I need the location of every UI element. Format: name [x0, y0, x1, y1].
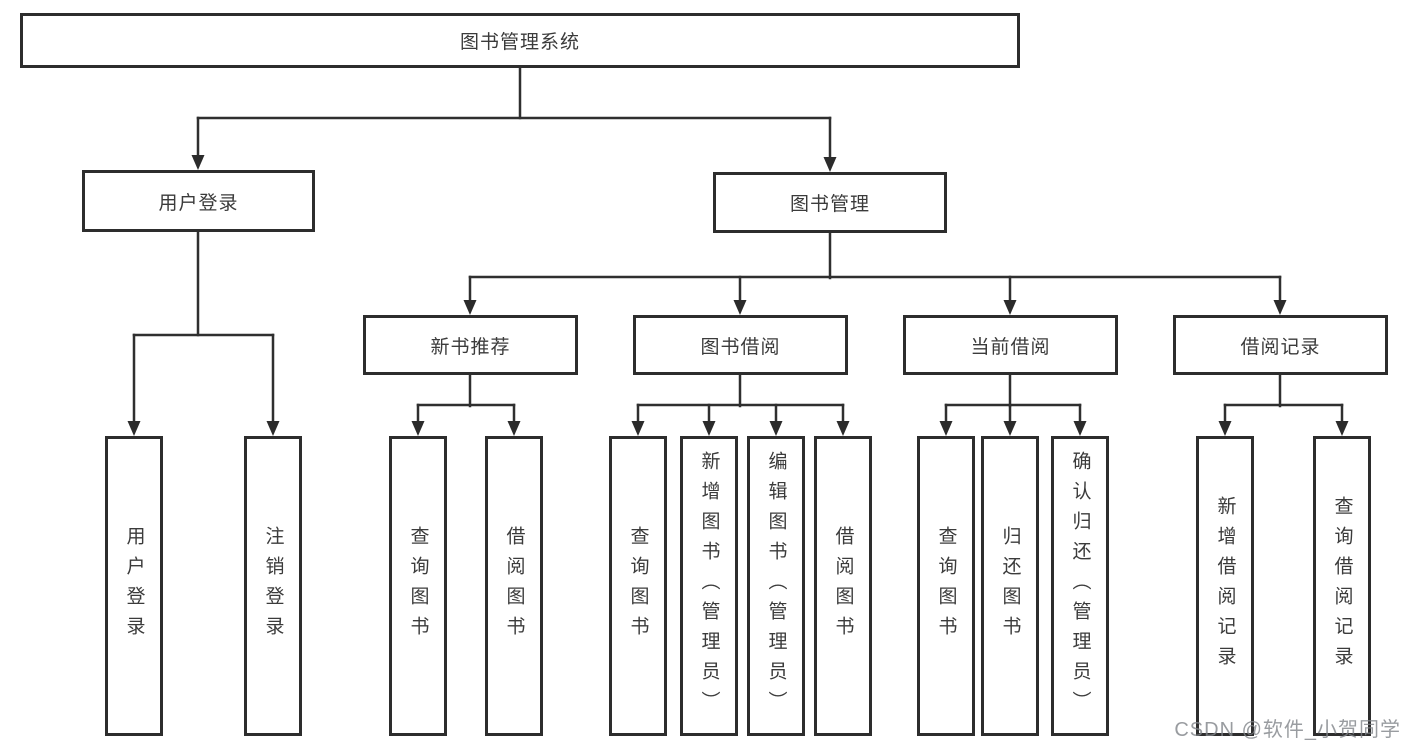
node-label: 查询借阅记录	[1331, 496, 1353, 676]
node-label: 编辑图书（管理员）	[765, 451, 787, 721]
node-label: 归还图书	[999, 526, 1021, 646]
node-borrow-books-recommend: 借阅图书	[485, 436, 543, 736]
node-add-borrow-record: 新增借阅记录	[1196, 436, 1254, 736]
node-label: 查询图书	[407, 526, 429, 646]
node-borrow-books-borrowing: 借阅图书	[814, 436, 872, 736]
node-label: 新增图书（管理员）	[698, 451, 720, 721]
node-logout: 注销登录	[244, 436, 302, 736]
node-borrowing-records: 借阅记录	[1173, 315, 1388, 375]
node-book-management: 图书管理	[713, 172, 947, 233]
node-current-borrowing: 当前借阅	[903, 315, 1118, 375]
node-label: 新增借阅记录	[1214, 496, 1236, 676]
node-user-login-leaf: 用户登录	[105, 436, 163, 736]
node-new-book-recommendation: 新书推荐	[363, 315, 578, 375]
node-user-login: 用户登录	[82, 170, 315, 232]
node-library-system: 图书管理系统	[20, 13, 1020, 68]
node-query-borrow-record: 查询借阅记录	[1313, 436, 1371, 736]
node-label: 注销登录	[262, 526, 284, 646]
node-label: 借阅图书	[832, 526, 854, 646]
node-label: 查询图书	[627, 526, 649, 646]
node-query-books-borrowing: 查询图书	[609, 436, 667, 736]
node-return-books: 归还图书	[981, 436, 1039, 736]
csdn-watermark: CSDN @软件_小贺同学	[1174, 719, 1401, 741]
node-query-books-recommend: 查询图书	[389, 436, 447, 736]
node-confirm-return-admin: 确认归还（管理员）	[1051, 436, 1109, 736]
node-edit-books-admin: 编辑图书（管理员）	[747, 436, 805, 736]
node-label: 确认归还（管理员）	[1069, 451, 1091, 721]
node-label: 用户登录	[123, 526, 145, 646]
node-query-books-current: 查询图书	[917, 436, 975, 736]
node-book-borrowing: 图书借阅	[633, 315, 848, 375]
node-label: 查询图书	[935, 526, 957, 646]
node-label: 借阅图书	[503, 526, 525, 646]
node-add-books-admin: 新增图书（管理员）	[680, 436, 738, 736]
